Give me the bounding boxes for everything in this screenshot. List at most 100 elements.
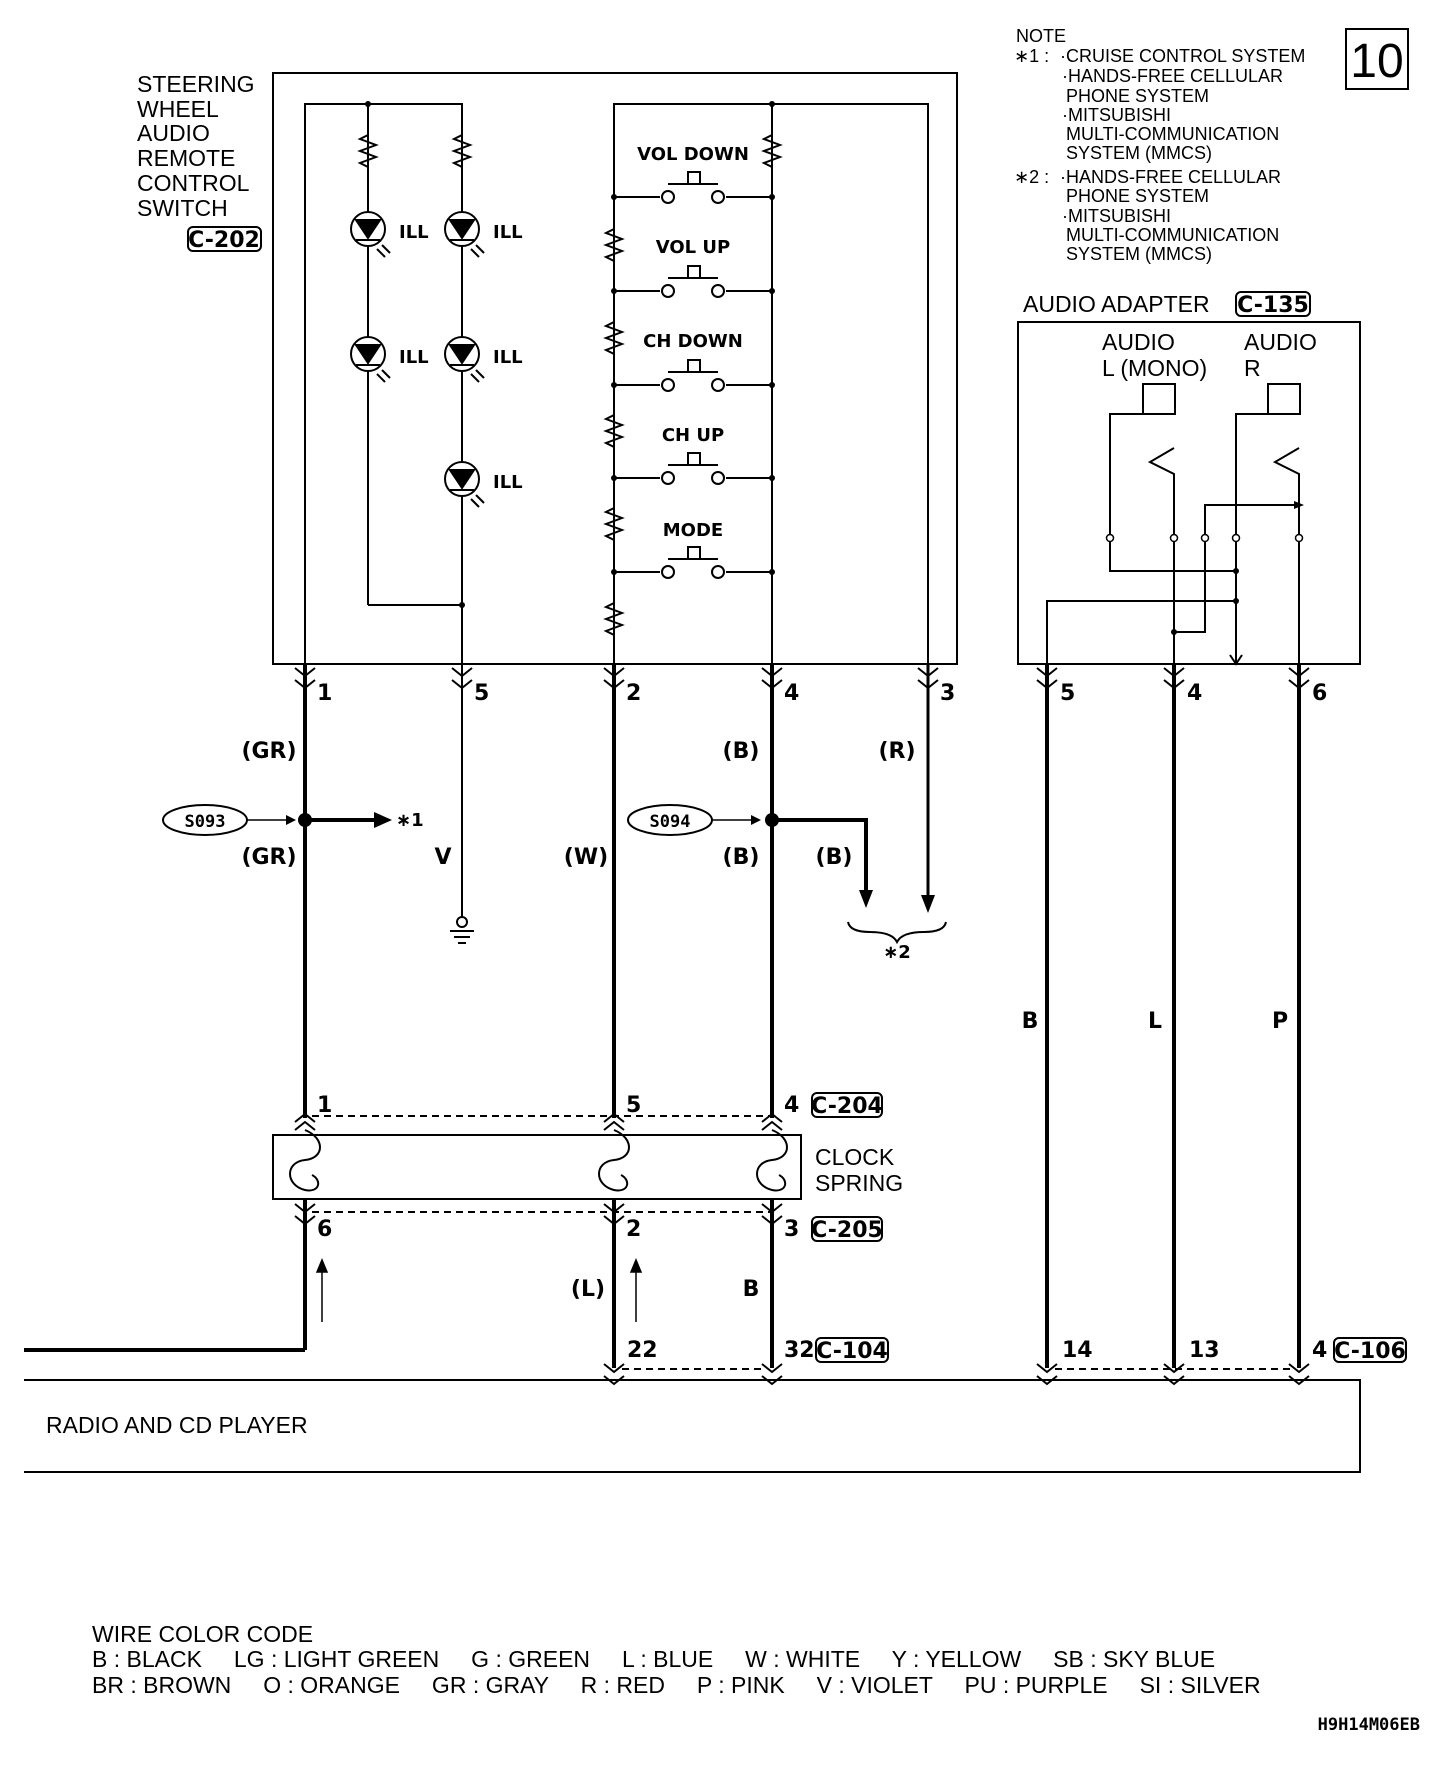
led-icon [350, 211, 391, 258]
arrow-icon [1294, 501, 1304, 509]
led-icon [350, 336, 391, 383]
switch-pin: 4 [784, 681, 799, 706]
led-icon [444, 336, 485, 383]
switch-title-line: STEERING [137, 71, 255, 97]
radio-box [24, 1379, 1361, 1473]
arrowhead-icon [921, 895, 935, 913]
page-number-box [1345, 28, 1409, 90]
splice-label: S093 [185, 812, 226, 832]
switch-title-line: WHEEL [137, 96, 219, 122]
adapter-pin: 5 [1060, 681, 1075, 706]
switch-title-line: CONTROL [137, 170, 250, 196]
button-label: VOL DOWN [637, 144, 749, 165]
legend-title: WIRE COLOR CODE [92, 1621, 313, 1647]
adapter-contacts [1105, 533, 1304, 543]
wire-color: (R) [878, 739, 915, 764]
harness-wires [24, 664, 930, 1368]
junction-dots [365, 101, 775, 608]
wire-color: P [1272, 1009, 1288, 1034]
branch-arrow-icon [374, 812, 392, 828]
button-label: VOL UP [656, 237, 730, 258]
note-marker-1: ∗1 : [1014, 46, 1049, 66]
switch-pin: 1 [317, 681, 332, 706]
arrow-icon [1229, 654, 1243, 666]
radio-pin: 22 [627, 1338, 658, 1363]
note-1-line: SYSTEM (MMCS) [1066, 143, 1212, 163]
ground-icon [450, 916, 474, 944]
clock-spring-label: CLOCK [815, 1144, 895, 1170]
coil-icon [598, 1129, 630, 1192]
radio-connector-b: C-106 [1334, 1339, 1406, 1364]
wire-arrows [298, 812, 935, 913]
arrow-icon [751, 815, 761, 825]
wire-color-legend: WIRE COLOR CODE B : BLACK LG : LIGHT GRE… [92, 1621, 1261, 1698]
wire-color: (W) [564, 845, 608, 870]
note-1-line: ·HANDS-FREE CELLULAR [1062, 66, 1283, 86]
splice-label: S094 [650, 812, 691, 832]
adapter-box [1017, 321, 1361, 665]
adapter-title: AUDIO ADAPTER [1023, 291, 1210, 317]
adapter-left-label: AUDIO [1102, 329, 1175, 355]
adapter-internal-circuit [1046, 383, 1301, 664]
connector-badge [811, 1092, 883, 1118]
connector-badge [1235, 291, 1311, 317]
connector-badge [187, 226, 262, 252]
clock-top-connector: C-204 [811, 1094, 883, 1119]
wire-color: (B) [723, 739, 760, 764]
led-icon [444, 211, 485, 258]
ref-2: ∗2 [883, 942, 911, 963]
note-2-line: PHONE SYSTEM [1066, 186, 1209, 206]
connector-badge [1333, 1337, 1407, 1363]
clock-bottom-pin: 3 [784, 1217, 799, 1242]
switch-title-line: AUDIO [137, 120, 210, 146]
led-label: ILL [493, 472, 523, 493]
clock-spring-label: SPRING [815, 1170, 903, 1196]
radio-pin: 13 [1189, 1338, 1220, 1363]
clock-top-pin: 4 [784, 1093, 799, 1118]
adapter-connector: C-135 [1237, 293, 1309, 318]
button-mode [661, 546, 725, 579]
led-label: ILL [493, 347, 523, 368]
clock-bottom-connector: C-205 [811, 1218, 883, 1243]
wire-color: L [1148, 1009, 1162, 1034]
button-label: MODE [663, 520, 723, 541]
radio-label: RADIO AND CD PLAYER [46, 1412, 308, 1438]
adapter-left-label: L (MONO) [1102, 355, 1207, 381]
note-2-line: ·MITSUBISHI [1062, 206, 1171, 226]
radio-pin: 4 [1312, 1338, 1327, 1363]
adapter-wires [1045, 664, 1301, 1368]
led-label: ILL [399, 222, 429, 243]
switch-pin: 3 [940, 681, 955, 706]
splice-dot [765, 813, 779, 827]
adapter-pin: 4 [1187, 681, 1202, 706]
note-1-line: MULTI-COMMUNICATION [1066, 124, 1279, 144]
switch-connector: C-202 [188, 228, 260, 253]
adapter-junctions [1171, 568, 1239, 635]
note-2-line: MULTI-COMMUNICATION [1066, 225, 1279, 245]
clock-bottom-pin: 2 [626, 1217, 641, 1242]
ref-1: ∗1 [396, 810, 424, 831]
clock-spring [272, 1112, 802, 1226]
radio-terminals [603, 1363, 1310, 1386]
page-number: 10 [1350, 35, 1403, 88]
note-marker-2: ∗2 : [1014, 167, 1049, 187]
button-label: CH DOWN [643, 331, 743, 352]
note-2-line: ·HANDS-FREE CELLULAR [1060, 167, 1281, 187]
push-buttons [661, 171, 725, 579]
switch-title-line: SWITCH [137, 195, 228, 221]
jack-icon [1142, 383, 1176, 415]
button-label: CH UP [662, 425, 724, 446]
switch-title: STEERING WHEEL AUDIO REMOTE CONTROL SWIT… [137, 71, 262, 253]
switch-pin: 5 [474, 681, 489, 706]
wire-color: (B) [816, 845, 853, 870]
wire-color: (GR) [241, 845, 296, 870]
note-1-line: ·MITSUBISHI [1062, 105, 1171, 125]
illumination-leds [350, 211, 485, 508]
clock-spring-box [272, 1134, 802, 1200]
switch-title-line: REMOTE [137, 145, 235, 171]
figure-code: H9H14M06EB [1318, 1715, 1420, 1735]
coil-icon [289, 1129, 321, 1192]
wire-color: (GR) [241, 739, 296, 764]
brace-icon [847, 921, 947, 945]
